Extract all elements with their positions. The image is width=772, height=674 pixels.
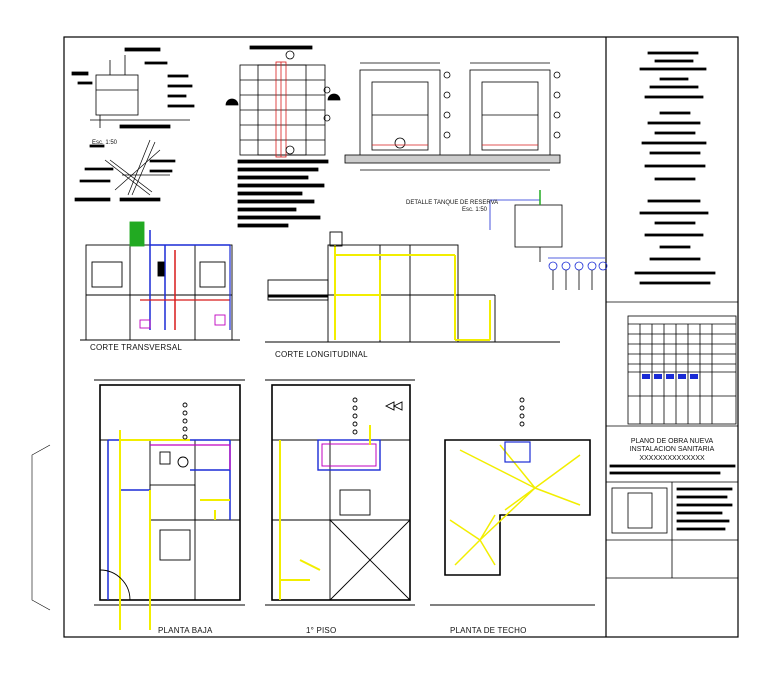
detail-pipe-bundle [74,139,176,202]
detail-tank [489,190,608,290]
label-detalle-tanque: DETALLE TANQUE DE RESERVA [406,200,499,206]
title-block-line3: XXXXXXXXXXXXXX [639,455,705,462]
label-planta-baja: PLANTA BAJA [158,626,213,635]
label-corte-transversal: CORTE TRANSVERSAL [90,343,183,352]
section-longitudinal [265,231,560,343]
plan-planta-baja [94,379,245,630]
title-block [606,51,738,579]
label-planta-techo: PLANTA DE TECHO [450,626,527,635]
section-transversal [80,221,240,341]
label-primer-piso: 1° PISO [306,626,337,635]
detail-column-section [225,45,341,228]
detail-top-left [71,47,195,148]
label-detalle-tanque-esc: Esc. 1:50 [462,207,488,213]
plan-primer-piso [265,379,415,606]
detail-cistern-sections [344,62,561,171]
label-detail-esc: Esc. 1:50 [92,140,118,146]
title-block-line1: PLANO DE OBRA NUEVA [630,438,714,445]
label-corte-longitudinal: CORTE LONGITUDINAL [275,350,368,359]
edge-mark [31,444,51,611]
title-block-line2: INSTALACION SANITARIA [629,446,715,453]
sheet-border [63,36,739,638]
plan-planta-techo [430,397,595,606]
